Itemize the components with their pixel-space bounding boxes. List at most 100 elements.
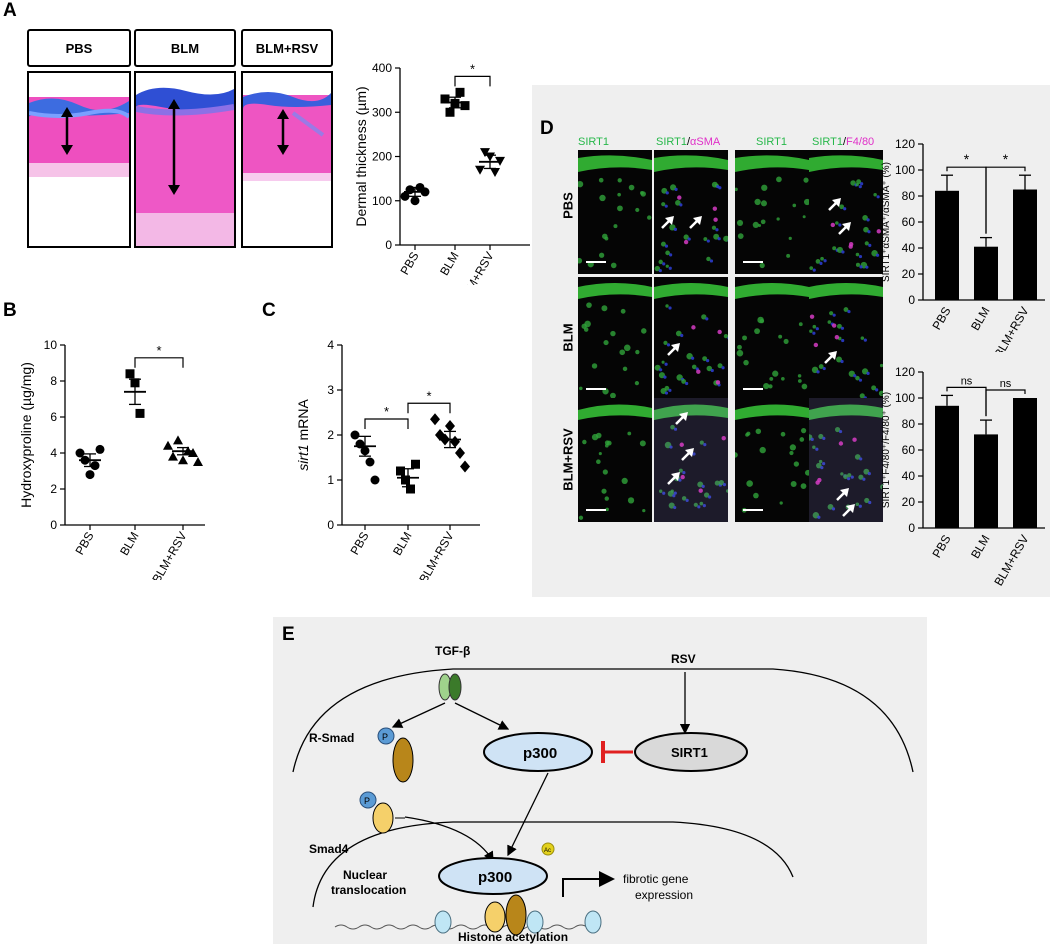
- nuclear-translocation-label-1: Nuclear: [343, 868, 387, 882]
- arrow-p300-to-nucleus: [507, 772, 549, 857]
- arrow-tgf-to-p300: [454, 702, 510, 730]
- micrograph-tile: [809, 398, 883, 522]
- panel-letter-b: B: [3, 300, 17, 321]
- p300-cytoplasm-node: [483, 732, 593, 772]
- x-tick-label: BLM: [968, 533, 992, 561]
- bar: [935, 405, 959, 528]
- histology-image-blm-rsv: [241, 71, 333, 248]
- data-point: [163, 440, 173, 450]
- micrograph-tile: [654, 398, 728, 522]
- p300-nuclear-node: [438, 857, 548, 895]
- smad4-on-dna: [484, 901, 506, 933]
- panel-e-background: [273, 617, 927, 944]
- micrograph-tile: [578, 398, 652, 522]
- y-tick-label: 200: [372, 150, 392, 164]
- y-tick-label: 6: [50, 410, 57, 424]
- row-label-blm-rsv: BLM+RSV: [560, 428, 576, 491]
- fibrotic-gene-label-1: fibrotic gene: [623, 872, 689, 886]
- y-axis-label: SIRT1⁺αSMA⁺/αSMA⁺ (%): [881, 162, 892, 282]
- significance-label: ns: [1000, 378, 1012, 390]
- histology-image-pbs: [27, 71, 131, 248]
- data-point: [188, 448, 198, 457]
- data-point: [168, 451, 178, 461]
- data-point: [396, 466, 405, 476]
- data-point: [460, 460, 470, 473]
- smad4-phospho-label: P: [364, 796, 370, 806]
- group-header-blm: BLM: [134, 29, 236, 67]
- data-point: [193, 457, 203, 466]
- data-point: [75, 448, 85, 458]
- bar: [974, 434, 998, 528]
- significance-label: *: [384, 404, 389, 419]
- nuclear-membrane: [312, 821, 794, 908]
- bar: [1013, 189, 1037, 300]
- data-point: [455, 447, 465, 459]
- micrograph-tile: [809, 277, 883, 401]
- data-point: [95, 444, 105, 454]
- y-tick-label: 40: [902, 469, 916, 483]
- rsmad-label: R-Smad: [309, 731, 354, 745]
- x-tick-label: PBS: [929, 305, 953, 333]
- significance-label: *: [470, 61, 475, 76]
- micrograph-tile: [654, 277, 728, 401]
- y-tick-label: 100: [372, 194, 392, 208]
- panel-letter-d: D: [540, 118, 554, 139]
- y-tick-label: 2: [50, 482, 57, 496]
- y-tick-label: 2: [327, 428, 334, 442]
- smad4-protein: [372, 802, 394, 834]
- smad4-label: Smad4: [309, 842, 349, 856]
- tgf-beta-receptor: [438, 673, 462, 701]
- bar: [974, 246, 998, 300]
- data-point: [411, 459, 420, 469]
- y-axis-label: Dermal thickness (µm): [353, 86, 369, 226]
- y-tick-label: 1: [327, 473, 334, 487]
- y-axis-label: SIRT1⁺F4/80⁺/F4/80⁺ (%): [881, 392, 892, 508]
- y-tick-label: 3: [327, 383, 334, 397]
- x-tick-label: BLM+RSV: [456, 250, 496, 286]
- micrograph-tile: [735, 150, 809, 274]
- data-point: [405, 185, 415, 195]
- significance-label: *: [964, 151, 970, 167]
- data-point: [125, 369, 135, 379]
- tgf-beta-label: TGF-β: [435, 644, 470, 658]
- significance-bracket: [407, 402, 451, 414]
- y-tick-label: 0: [908, 293, 915, 307]
- significance-bracket: [985, 389, 1026, 417]
- panel-letter-a: A: [3, 0, 17, 21]
- y-tick-label: 120: [895, 365, 915, 379]
- x-tick-label: BLM+RSV: [991, 533, 1031, 589]
- bar: [935, 190, 959, 300]
- arrow-smad-to-nucleus: [404, 816, 494, 863]
- smad4-phospho-circle: [359, 791, 377, 809]
- signaling-diagram: TGF-β RSV p300 SIRT1 R-Smad P P Smad4 p3…: [292, 644, 914, 944]
- col-label-merge-asma: SIRT1/αSMA: [656, 136, 721, 148]
- significance-bracket: [364, 418, 409, 429]
- nucleosome: [584, 910, 602, 934]
- y-tick-label: 120: [895, 137, 915, 151]
- x-tick-label: PBS: [72, 530, 96, 558]
- data-point: [490, 167, 500, 177]
- rsmad-on-dna: [505, 894, 527, 936]
- micrograph-tile: [578, 150, 652, 274]
- data-point: [440, 94, 450, 104]
- y-axis-label: sirt1 mRNA: [295, 399, 311, 471]
- data-point: [406, 484, 415, 494]
- rsmad-phospho-circle: [377, 727, 395, 745]
- x-tick-label: BLM: [968, 305, 992, 333]
- micrograph-tile: [809, 150, 883, 274]
- y-tick-label: 4: [50, 446, 57, 460]
- p300-nuclear-label: p300: [478, 869, 512, 886]
- data-point: [173, 435, 183, 445]
- rsmad-protein: [392, 737, 414, 783]
- col-label-merge-f480: SIRT1/F4/80: [812, 136, 875, 148]
- data-point: [400, 191, 410, 201]
- micrograph-tile: [654, 150, 728, 274]
- data-point: [365, 457, 375, 467]
- x-tick-label: BLM: [117, 530, 141, 558]
- data-point: [450, 435, 460, 448]
